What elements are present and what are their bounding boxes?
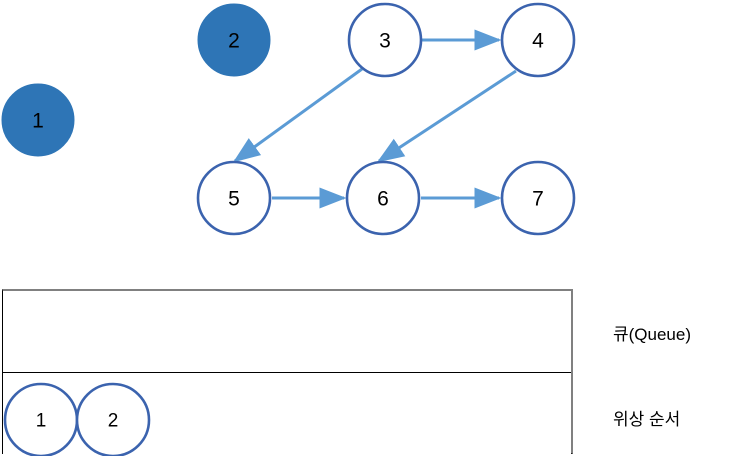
queue-order-table: 1 2 — [2, 289, 573, 456]
edge-group — [233, 29, 517, 209]
graph-svg: 1 2 3 4 5 6 — [1, 2, 576, 236]
node-5-label: 5 — [228, 188, 240, 211]
edge-4-to-6 — [376, 69, 517, 163]
node-7-circle[interactable] — [500, 160, 576, 236]
table-row-order: 1 2 — [3, 373, 571, 456]
node-3-circle[interactable] — [347, 2, 423, 78]
node-1-label: 1 — [32, 110, 44, 133]
node-1-circle[interactable] — [1, 83, 75, 157]
queue-row-label: 큐(Queue) — [613, 325, 692, 344]
node-7[interactable]: 7 — [500, 160, 576, 236]
order-row-label: 위상 순서 — [613, 410, 681, 429]
node-2[interactable]: 2 — [197, 3, 271, 77]
node-1[interactable]: 1 — [1, 83, 75, 157]
node-2-circle[interactable] — [197, 3, 271, 77]
table-area: 1 2 — [0, 270, 738, 462]
node-6-label: 6 — [377, 188, 389, 211]
order-item-2-circle[interactable] — [75, 382, 151, 456]
table-row-queue — [3, 291, 571, 373]
node-3-label: 3 — [379, 30, 391, 53]
order-item-2[interactable]: 2 — [75, 382, 151, 456]
node-2-label: 2 — [228, 30, 240, 53]
node-4-label: 4 — [532, 30, 544, 53]
node-6-circle[interactable] — [345, 160, 421, 236]
node-4[interactable]: 4 — [500, 2, 576, 78]
node-5[interactable]: 5 — [196, 160, 272, 236]
order-item-1-label: 1 — [36, 411, 47, 432]
node-6[interactable]: 6 — [345, 160, 421, 236]
node-3[interactable]: 3 — [347, 2, 423, 78]
order-item-2-label: 2 — [108, 411, 119, 432]
edge-3-to-5 — [233, 67, 363, 163]
node-4-circle[interactable] — [500, 2, 576, 78]
node-5-circle[interactable] — [196, 160, 272, 236]
order-item-1[interactable]: 1 — [3, 382, 79, 456]
order-items-svg: 1 2 — [3, 382, 151, 456]
graph-area: 1 2 3 4 5 6 — [1, 2, 576, 236]
node-7-label: 7 — [532, 188, 544, 211]
